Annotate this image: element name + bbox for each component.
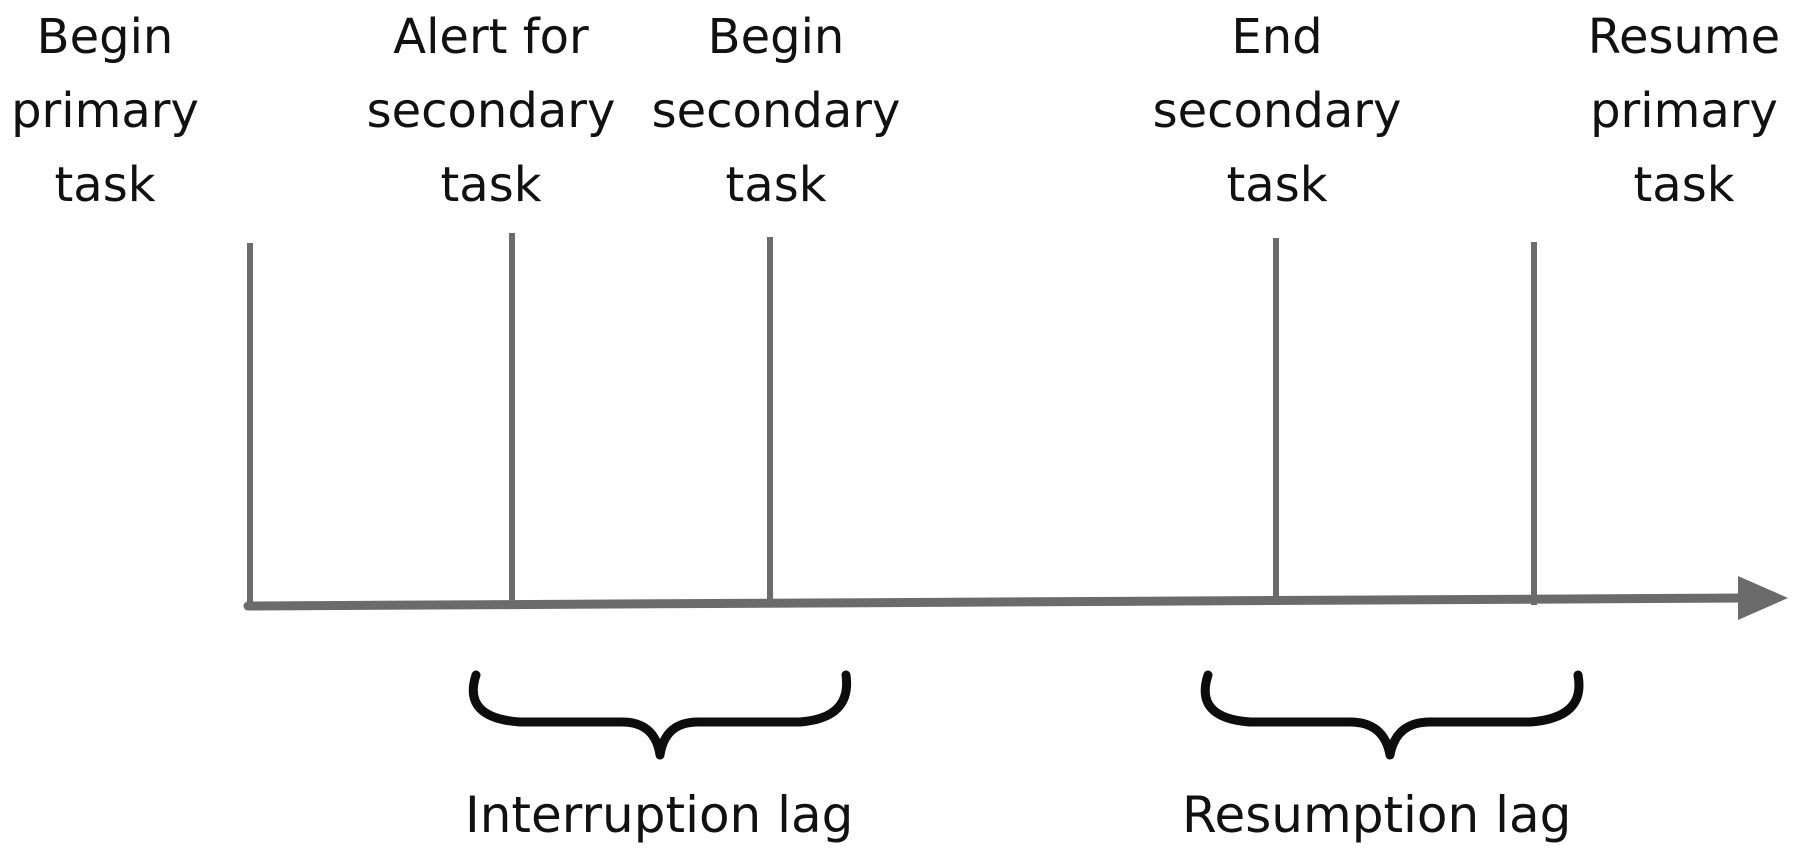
- event-label-line: secondary: [651, 83, 901, 139]
- event-label-line: Begin: [36, 9, 174, 65]
- event-label-alert-for-secondary-task: Alert for secondary task: [351, 0, 631, 222]
- interruption-lag-brace: [468, 670, 852, 760]
- resumption-lag-label: Resumption lag: [1182, 786, 1572, 844]
- event-label-end-secondary-task: End secondary task: [1137, 0, 1417, 222]
- event-label-line: task: [1633, 157, 1735, 213]
- event-label-begin-secondary-task: Begin secondary task: [636, 0, 916, 222]
- resumption-lag-brace: [1200, 670, 1584, 760]
- event-label-resume-primary-task: Resume primary task: [1544, 0, 1800, 222]
- event-label-line: Begin: [707, 9, 845, 65]
- event-label-begin-primary-task: Begin primary task: [0, 0, 245, 222]
- event-label-line: secondary: [1152, 83, 1402, 139]
- event-label-line: task: [54, 157, 156, 213]
- event-label-line: primary: [1590, 83, 1778, 139]
- interruption-lag-label: Interruption lag: [465, 786, 854, 844]
- event-label-line: Alert for: [393, 9, 589, 65]
- timeline-arrowhead-icon: [1738, 576, 1788, 620]
- event-label-line: task: [725, 157, 827, 213]
- event-label-line: task: [440, 157, 542, 213]
- timeline-axis: [243, 593, 1753, 611]
- event-label-line: task: [1226, 157, 1328, 213]
- event-label-line: Resume: [1587, 9, 1781, 65]
- event-label-line: End: [1231, 9, 1323, 65]
- event-label-line: primary: [11, 83, 199, 139]
- event-label-line: secondary: [366, 83, 616, 139]
